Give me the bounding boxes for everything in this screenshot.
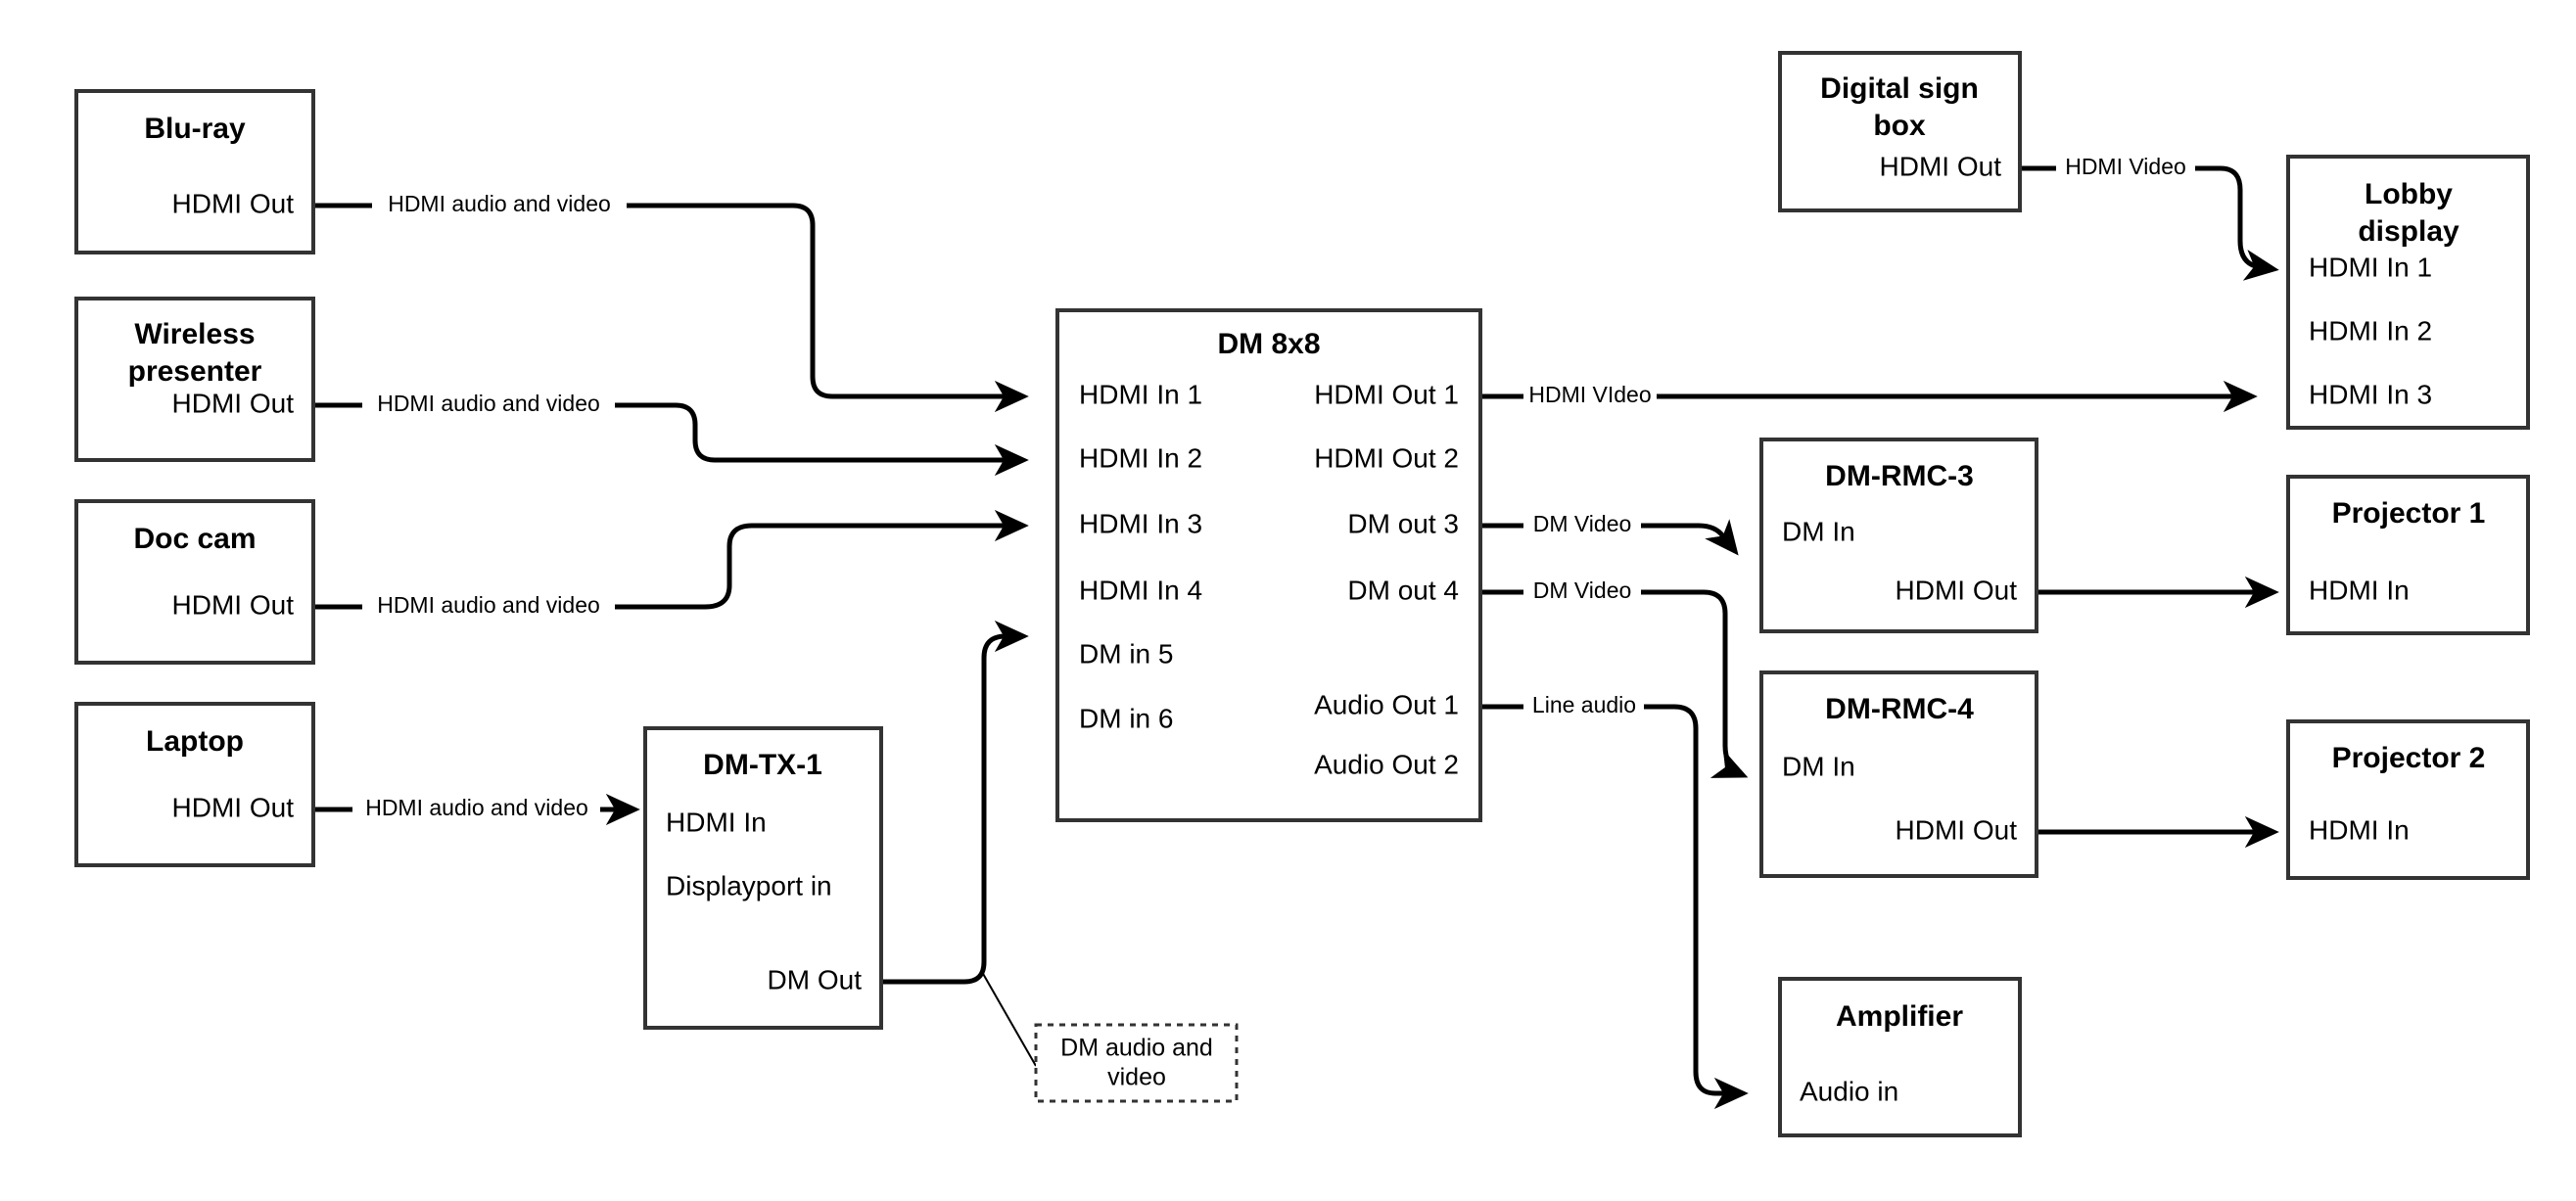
node-dm-8x8-input-dm-in-6: DM in 6 (1079, 703, 1173, 733)
node-dm-8x8-box[interactable] (1055, 308, 1482, 822)
node-dm-8x8-input-hdmi-in-1: HDMI In 1 (1079, 379, 1202, 409)
node-laptop[interactable]: Laptop HDMI Out (74, 702, 315, 867)
annotation-dm-audio-and-video: DM audio and video (1034, 1023, 1239, 1103)
edge-label-laptop-to-tx: HDMI audio and video (365, 795, 588, 820)
node-bluray-box[interactable] (74, 89, 315, 254)
edge-label-audio-out1-to-amp: Line audio (1532, 692, 1636, 717)
node-dm-8x8-output-hdmi-out-1: HDMI Out 1 (1314, 379, 1459, 409)
node-dm-8x8-input-hdmi-in-2: HDMI In 2 (1079, 442, 1202, 473)
node-digital-sign-box-port-hdmi-out: HDMI Out (1880, 151, 2002, 181)
wire-dm-out3-to-rmc3-dm-in (1641, 519, 1739, 556)
node-dm-rmc-3-port-hdmi-out: HDMI Out (1896, 575, 2018, 605)
edge-label-dm-out4-to-rmc4: DM Video (1533, 577, 1632, 603)
node-dm-8x8-input-hdmi-in-3: HDMI In 3 (1079, 508, 1202, 538)
node-lobby-display-title-line2: display (2358, 215, 2459, 248)
node-digital-sign-box-title-line1: Digital sign (1820, 72, 1979, 105)
node-bluray-title: Blu-ray (144, 113, 246, 145)
node-dm-8x8-output-dm-out-3: DM out 3 (1347, 508, 1459, 538)
node-dm-rmc-4-box[interactable] (1759, 670, 2038, 878)
node-amplifier[interactable]: Amplifier Audio in (1778, 977, 2022, 1137)
wire-bluray-to-dm-hdmi-in-1 (627, 203, 1029, 413)
edge-label-dm-out1-to-lobby: HDMI VIdeo (1528, 382, 1651, 407)
wire-dm-out4-to-rmc4-dm-in (1641, 589, 1749, 778)
node-projector-2-port-hdmi-in: HDMI In (2309, 814, 2410, 845)
node-dm-8x8-title: DM 8x8 (1217, 328, 1320, 360)
node-projector-2-box[interactable] (2286, 719, 2530, 880)
node-projector-1[interactable]: Projector 1 HDMI In (2286, 475, 2530, 635)
node-dm-8x8-output-dm-out-4: DM out 4 (1347, 575, 1459, 605)
node-dm-rmc-4[interactable]: DM-RMC-4 DM In HDMI Out (1759, 670, 2038, 878)
node-dm-rmc-3-title: DM-RMC-3 (1825, 460, 1974, 492)
node-digital-sign-box-title-line2: box (1873, 110, 1926, 142)
node-wireless-presenter-port-hdmi-out: HDMI Out (172, 388, 295, 418)
wire-dmtx1-to-dm-in-5 (881, 620, 1029, 985)
annotation-dm-audio-and-video-line2: video (1107, 1064, 1166, 1091)
node-dm-8x8-input-hdmi-in-4: HDMI In 4 (1079, 575, 1202, 605)
edge-label-bluray-to-dm: HDMI audio and video (388, 191, 611, 216)
node-amplifier-port-audio-in: Audio in (1800, 1076, 1898, 1106)
wire-digitalsign-to-lobby-hdmi-in-1 (2195, 165, 2279, 281)
node-dm-rmc-3-port-dm-in: DM In (1782, 516, 1855, 546)
node-digital-sign-box[interactable]: Digital sign box HDMI Out (1778, 51, 2022, 212)
edge-label-wireless-to-dm: HDMI audio and video (377, 391, 600, 416)
node-dm-8x8-output-hdmi-out-2: HDMI Out 2 (1314, 442, 1459, 473)
node-dm-rmc-4-port-hdmi-out: HDMI Out (1896, 814, 2018, 845)
node-bluray-port-hdmi-out: HDMI Out (172, 188, 295, 218)
node-dm-8x8-output-audio-out-1: Audio Out 1 (1314, 689, 1459, 719)
wire-wireless-to-dm-hdmi-in-2 (615, 402, 1029, 477)
edge-label-sign-to-lobby: HDMI Video (2065, 154, 2186, 179)
node-dm-rmc-3[interactable]: DM-RMC-3 DM In HDMI Out (1759, 438, 2038, 633)
node-dm-tx-1[interactable]: DM-TX-1 HDMI In Displayport in DM Out (643, 726, 883, 1030)
node-projector-1-box[interactable] (2286, 475, 2530, 635)
node-lobby-display[interactable]: Lobby display HDMI In 1 HDMI In 2 HDMI I… (2286, 155, 2530, 430)
wire-doccam-to-dm-hdmi-in-3 (615, 509, 1029, 610)
node-dm-tx-1-port-hdmi-in: HDMI In (666, 807, 767, 837)
annotation-dm-audio-and-video-line1: DM audio and (1060, 1035, 1213, 1062)
node-dm-tx-1-box[interactable] (643, 726, 883, 1030)
node-lobby-display-port-hdmi-in-2: HDMI In 2 (2309, 315, 2432, 346)
node-lobby-display-port-hdmi-in-1: HDMI In 1 (2309, 252, 2432, 282)
node-projector-1-port-hdmi-in: HDMI In (2309, 575, 2410, 605)
node-doc-cam[interactable]: Doc cam HDMI Out (74, 499, 315, 665)
node-dm-8x8-input-dm-in-5: DM in 5 (1079, 638, 1173, 669)
node-amplifier-title: Amplifier (1836, 1000, 1963, 1033)
edge-label-doccam-to-dm: HDMI audio and video (377, 592, 600, 618)
annotation-dm-audio-and-video-box (1034, 1023, 1239, 1103)
node-projector-2-title: Projector 2 (2332, 742, 2486, 774)
node-dm-tx-1-port-displayport-in: Displayport in (666, 870, 832, 901)
node-lobby-display-box[interactable] (2286, 155, 2530, 430)
wire-audio-out1-to-amplifier (1644, 704, 1749, 1110)
node-dm-rmc-4-title: DM-RMC-4 (1825, 693, 1974, 725)
node-wireless-presenter-title-line2: presenter (128, 355, 262, 388)
node-lobby-display-title-line1: Lobby (2365, 178, 2453, 210)
edge-labels-layer: HDMI audio and video HDMI audio and vide… (365, 154, 2186, 820)
node-amplifier-box[interactable] (1778, 977, 2022, 1137)
node-dm-rmc-4-port-dm-in: DM In (1782, 751, 1855, 781)
node-wireless-presenter-box[interactable] (74, 297, 315, 462)
node-doc-cam-port-hdmi-out: HDMI Out (172, 589, 295, 620)
node-lobby-display-port-hdmi-in-3: HDMI In 3 (2309, 379, 2432, 409)
node-bluray[interactable]: Blu-ray HDMI Out (74, 89, 315, 254)
leader-line-dm-audio-video (981, 971, 1037, 1067)
node-laptop-port-hdmi-out: HDMI Out (172, 792, 295, 822)
node-digital-sign-box-box[interactable] (1778, 51, 2022, 212)
node-dm-tx-1-title: DM-TX-1 (703, 749, 822, 781)
node-dm-tx-1-port-dm-out: DM Out (768, 964, 863, 994)
node-laptop-box[interactable] (74, 702, 315, 867)
node-doc-cam-title: Doc cam (133, 523, 256, 555)
node-projector-2[interactable]: Projector 2 HDMI In (2286, 719, 2530, 880)
node-dm-8x8-output-audio-out-2: Audio Out 2 (1314, 749, 1459, 779)
node-dm-rmc-3-box[interactable] (1759, 438, 2038, 633)
wires-layer (313, 165, 2279, 1110)
node-laptop-title: Laptop (146, 725, 244, 758)
node-wireless-presenter-title-line1: Wireless (134, 318, 255, 350)
edge-label-dm-out3-to-rmc3: DM Video (1533, 511, 1632, 536)
node-doc-cam-box[interactable] (74, 499, 315, 665)
node-dm-8x8[interactable]: DM 8x8 HDMI In 1 HDMI In 2 HDMI In 3 HDM… (1055, 308, 1482, 822)
node-wireless-presenter[interactable]: Wireless presenter HDMI Out (74, 297, 315, 462)
node-projector-1-title: Projector 1 (2332, 497, 2486, 530)
